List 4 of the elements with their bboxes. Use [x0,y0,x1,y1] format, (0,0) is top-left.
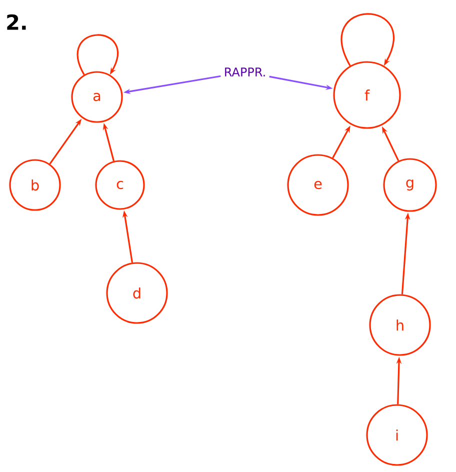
arrow [76,34,118,75]
step-number: 2. [7,14,26,30]
node-label: RAPPR. [225,68,265,76]
arrow [340,13,394,66]
